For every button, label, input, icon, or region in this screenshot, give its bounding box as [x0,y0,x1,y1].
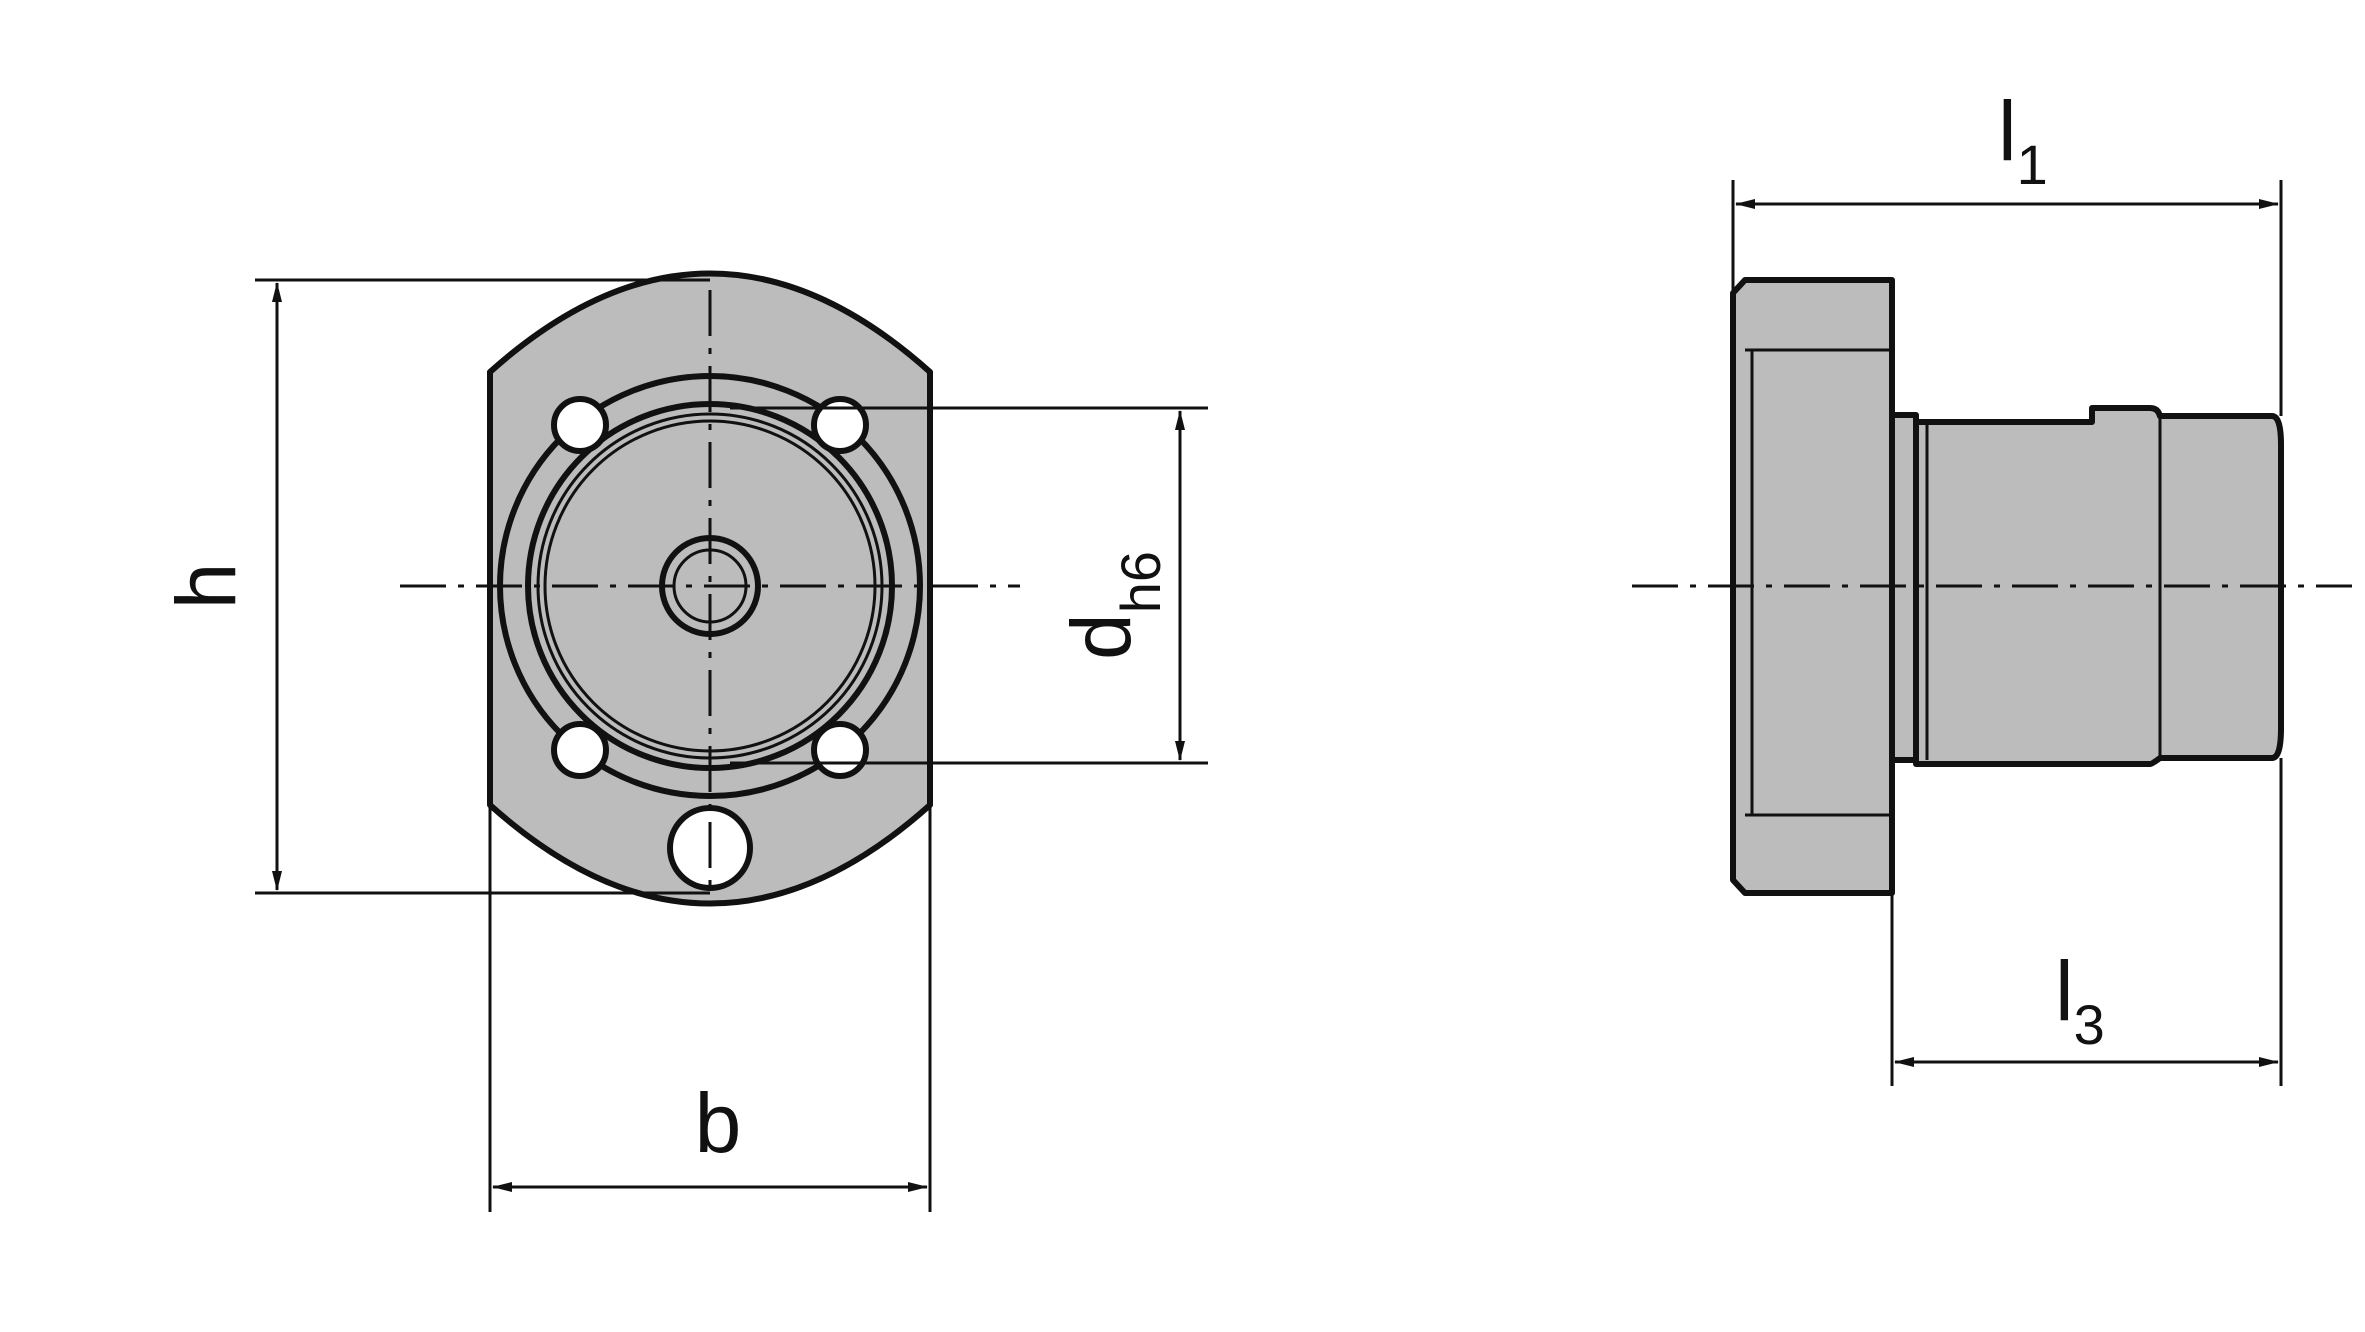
l1-label: l1 [1998,84,2048,196]
d-label-main: d [1054,613,1148,660]
bolt-hole-bottom-right [811,721,869,779]
d-label: dh6 [1054,551,1172,660]
b-label: b [695,1076,742,1170]
h-label: h [159,563,253,610]
l3-label-main: l [2055,944,2074,1038]
d-label-sub: h6 [1109,551,1172,613]
bolt-hole-top-left [551,396,609,454]
l1-label-sub: 1 [2017,133,2048,196]
l3-label: l3 [2055,944,2105,1056]
l1-label-main: l [1998,84,2017,178]
bolt-hole-top-right [811,396,869,454]
bolt-hole-bottom-left [551,721,609,779]
side-view: l1 l3 [1632,84,2352,1086]
front-view: h dh6 b [159,270,1208,1212]
l3-label-sub: 3 [2074,993,2105,1056]
